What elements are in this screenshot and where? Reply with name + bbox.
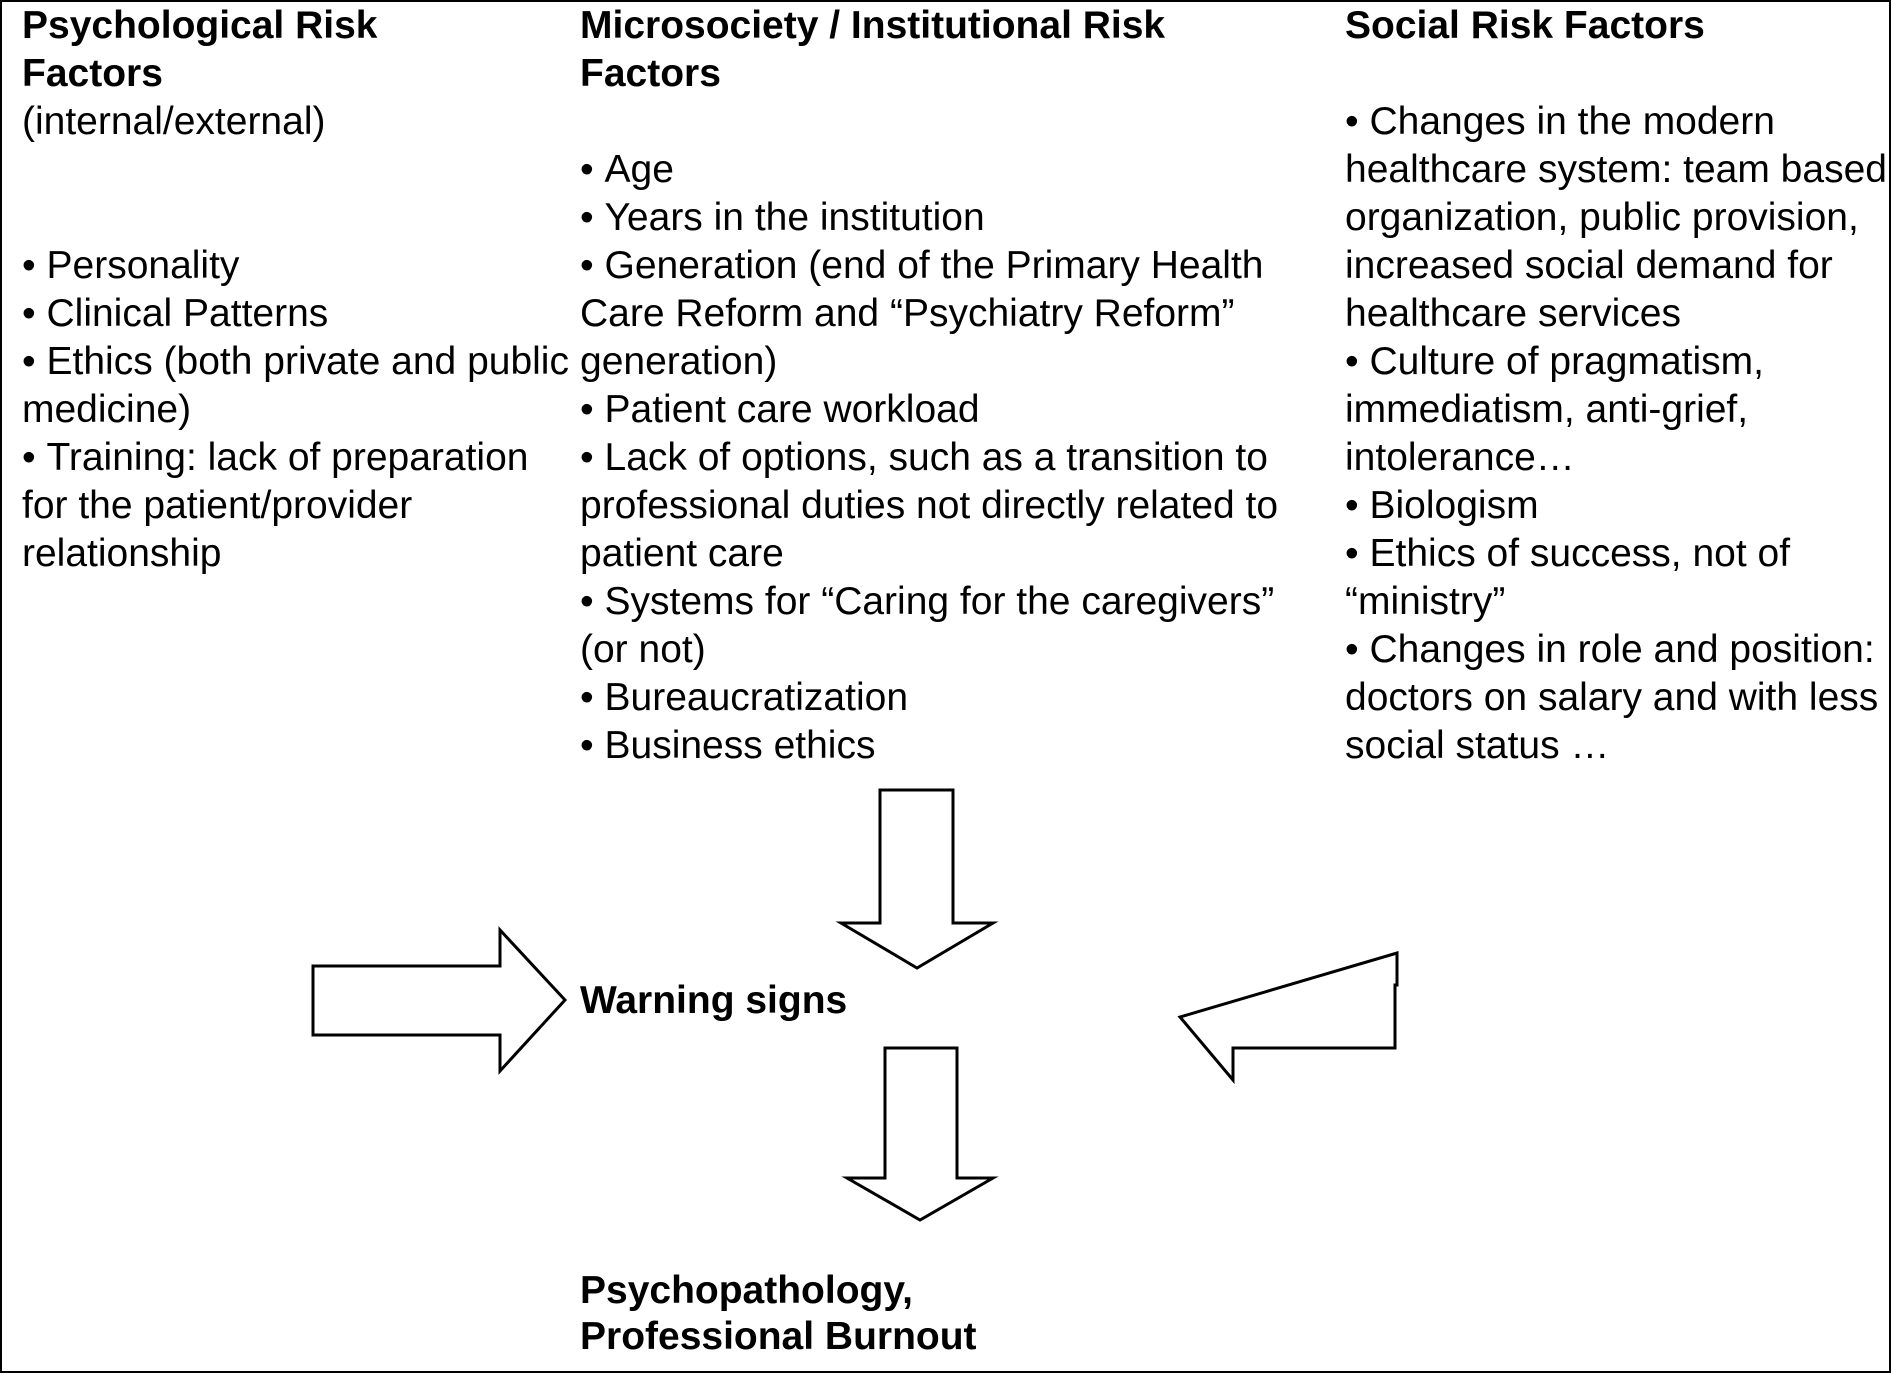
institutional-risk-heading: Microsociety / Institutional Risk Factor…	[580, 2, 1300, 98]
psychological-risk-list: Personality Clinical Patterns Ethics (bo…	[22, 242, 582, 578]
warning-signs-label: Warning signs	[580, 979, 848, 1022]
social-risk-heading: Social Risk Factors	[1345, 4, 1705, 47]
list-item: Patient care workload	[580, 386, 1300, 434]
social-risk-list: Changes in the modern healthcare system:…	[1345, 98, 1890, 770]
arrow-down-warning-to-outcome	[841, 1046, 999, 1222]
list-item: Training: lack of preparation for the pa…	[22, 434, 582, 578]
list-item: Ethics of success, not of “ministry”	[1345, 530, 1890, 626]
psychological-heading-line2: Factors	[22, 52, 163, 95]
institutional-heading-line2: Factors	[580, 52, 721, 95]
institutional-heading-line1: Microsociety / Institutional Risk	[580, 4, 1166, 47]
list-item: Bureaucratization	[580, 674, 1300, 722]
list-item: Age	[580, 146, 1300, 194]
psychological-risk-heading: Psychological Risk Factors	[22, 2, 582, 98]
psychological-risk-subheading: (internal/external)	[22, 100, 326, 143]
arrow-left-social-to-warning	[1177, 950, 1399, 1085]
list-item: Culture of pragmatism, immediatism, anti…	[1345, 338, 1890, 482]
outcome-label: Psychopathology, Professional Burnout	[580, 1268, 977, 1360]
list-item: Changes in role and position: doctors on…	[1345, 626, 1890, 770]
list-item: Personality	[22, 242, 582, 290]
arrow-right-psychological-to-warning	[311, 926, 568, 1075]
list-item: Lack of options, such as a transition to…	[580, 434, 1300, 578]
psychological-risk-column: Psychological Risk Factors (internal/ext…	[22, 2, 582, 578]
list-item: Systems for “Caring for the caregivers” …	[580, 578, 1300, 674]
list-item: Ethics (both private and public medicine…	[22, 338, 582, 434]
arrow-down-institutional-to-warning	[835, 788, 999, 970]
list-item: Changes in the modern healthcare system:…	[1345, 98, 1890, 338]
list-item: Years in the institution	[580, 194, 1300, 242]
list-item: Business ethics	[580, 722, 1300, 770]
list-item: Clinical Patterns	[22, 290, 582, 338]
social-risk-column: Social Risk Factors Changes in the moder…	[1345, 2, 1890, 770]
outcome-line2: Professional Burnout	[580, 1315, 977, 1358]
psychological-heading-line1: Psychological Risk	[22, 4, 378, 47]
institutional-risk-list: Age Years in the institution Generation …	[580, 146, 1300, 770]
outcome-line1: Psychopathology,	[580, 1269, 913, 1312]
list-item: Biologism	[1345, 482, 1890, 530]
list-item: Generation (end of the Primary Health Ca…	[580, 242, 1300, 386]
institutional-risk-column: Microsociety / Institutional Risk Factor…	[580, 2, 1300, 770]
